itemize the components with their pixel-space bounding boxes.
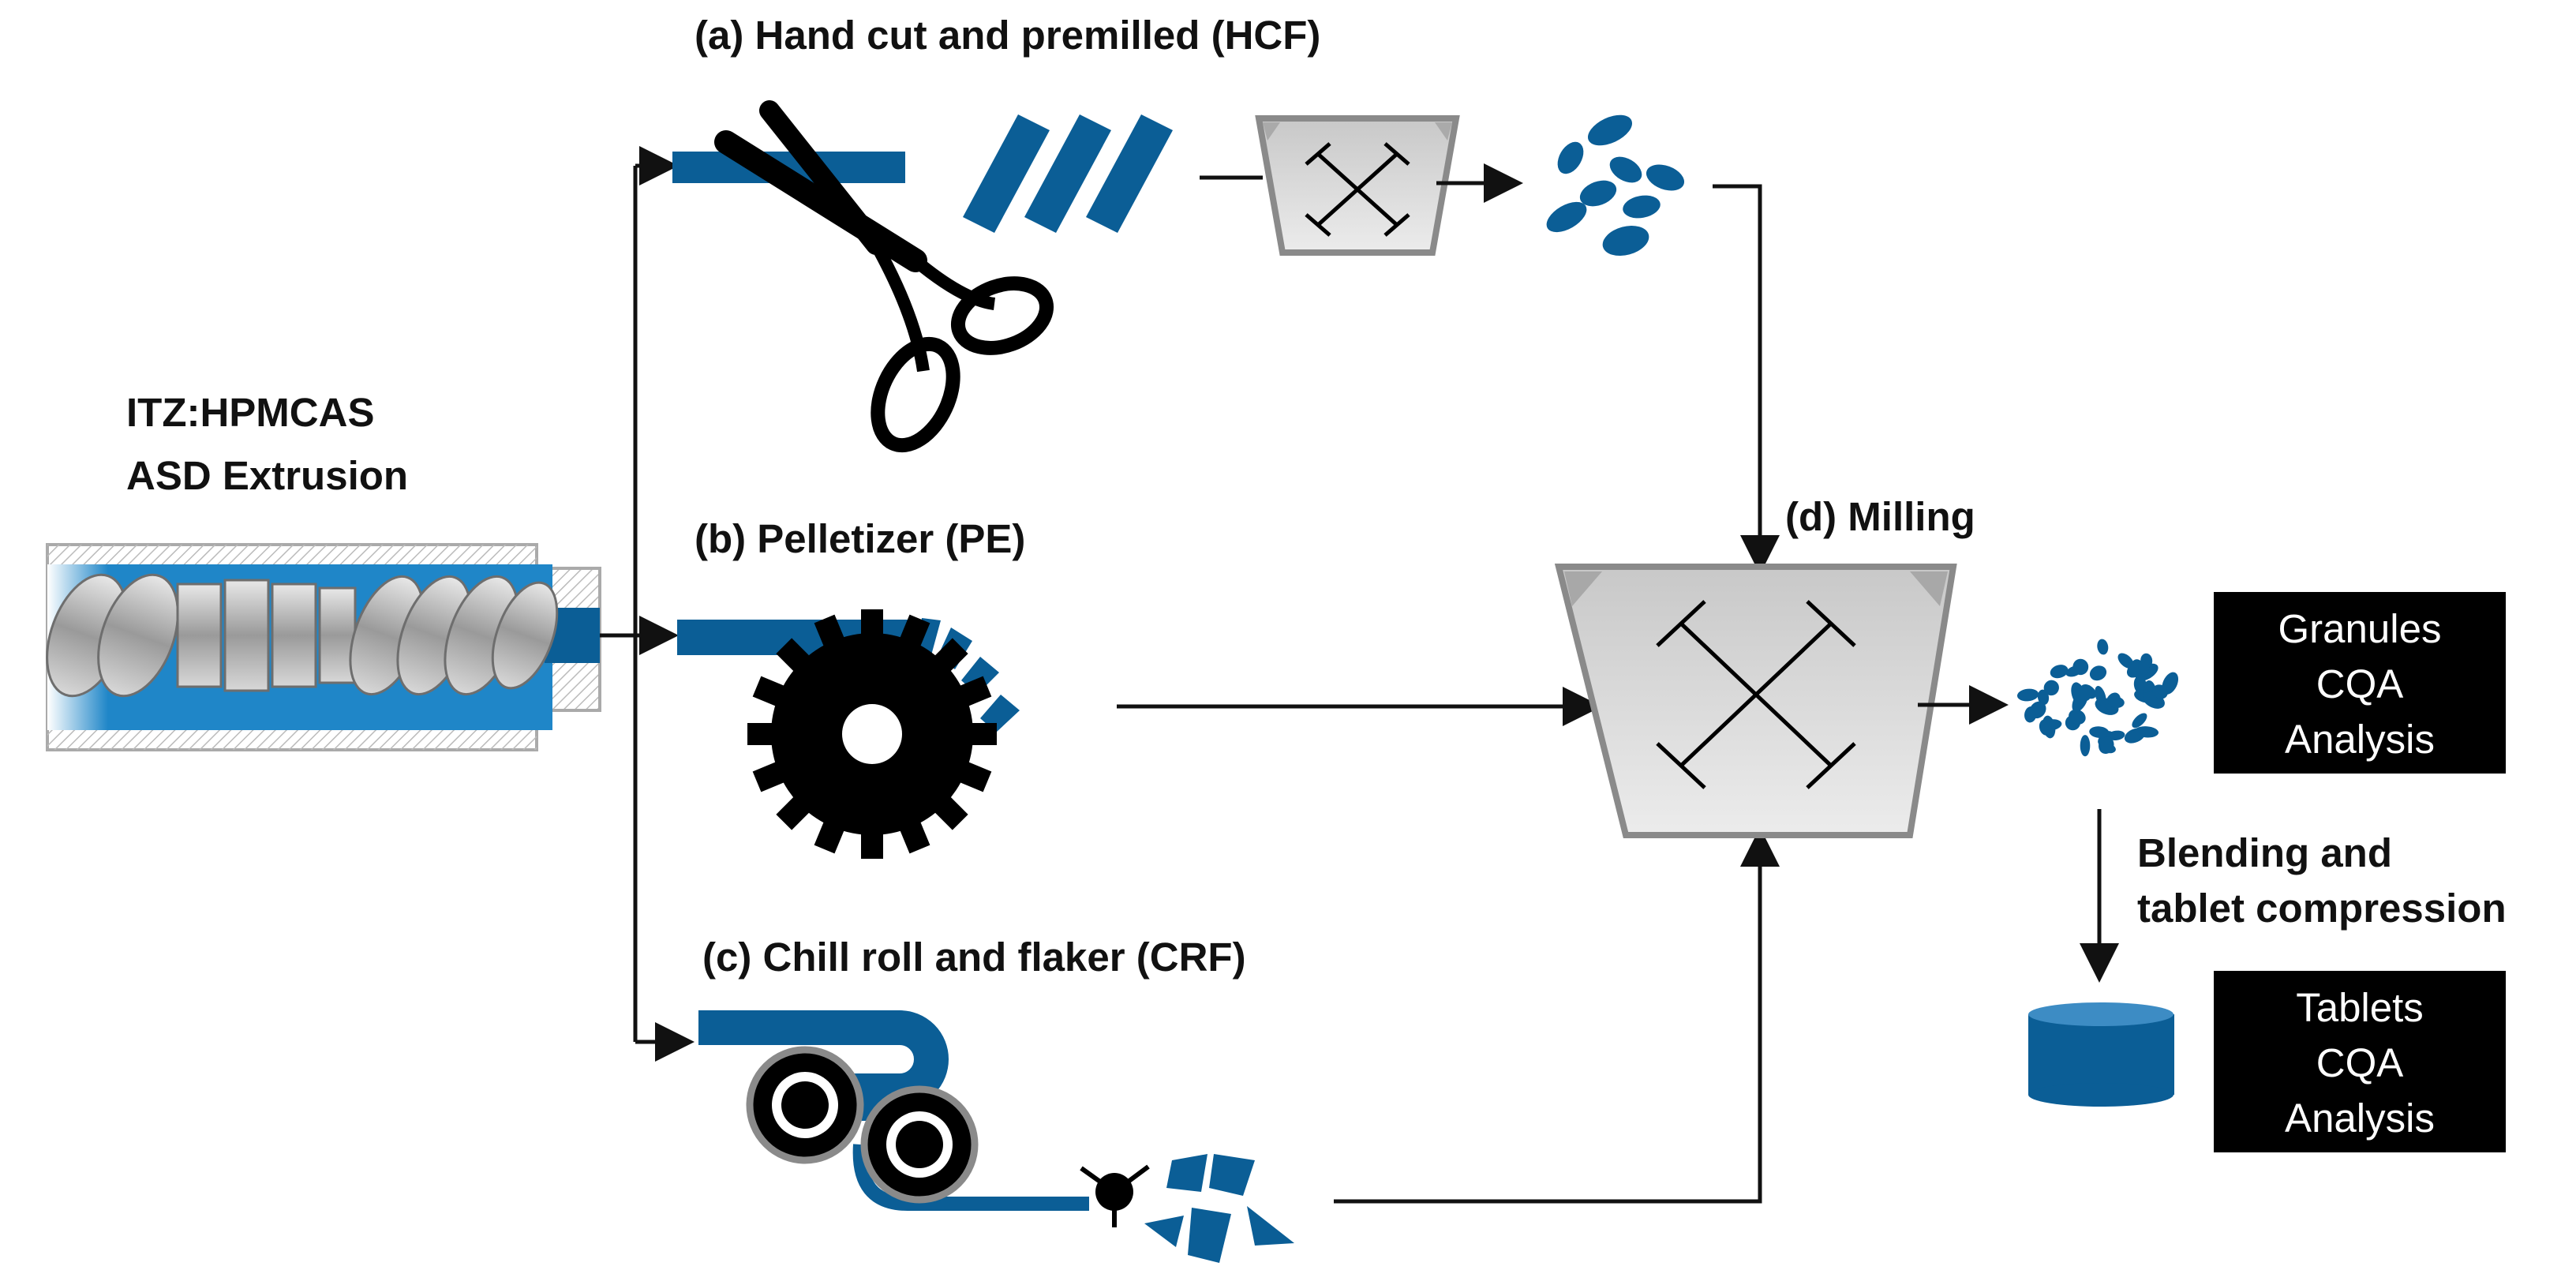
granule (2029, 701, 2046, 719)
tablets-box-line2: CQA (2316, 1040, 2404, 1085)
granule (2097, 639, 2109, 655)
branch-connectors (600, 146, 695, 1062)
granules-analysis-box: Granules CQA Analysis (2214, 592, 2506, 774)
extrusion-title-line1: ITZ:HPMCAS (126, 390, 374, 435)
route-c-label: (c) Chill roll and flaker (CRF) (702, 935, 1246, 980)
granule (2138, 659, 2150, 675)
granule (2089, 665, 2107, 681)
granule (2089, 726, 2110, 738)
granules-box-line1: Granules (2278, 606, 2442, 651)
granule (2095, 685, 2106, 706)
arrow-a-to-mill (1713, 184, 1780, 575)
granule (2079, 684, 2092, 702)
granule (2124, 728, 2146, 744)
granule (2069, 709, 2086, 725)
granule (2108, 696, 2125, 709)
granule (2132, 713, 2147, 729)
chill-roll-icon (698, 1010, 1089, 1211)
arrow-c-to-mill (1334, 827, 1780, 1204)
premilled-particles-icon (1546, 114, 1685, 257)
granule (2037, 689, 2050, 706)
scissors-icon (714, 100, 1054, 453)
granule (2065, 665, 2084, 677)
extruder-icon (46, 543, 601, 751)
blending-label-line2: tablet compression (2137, 886, 2507, 931)
blending-label-line1: Blending and (2137, 830, 2392, 875)
tablets-box-line1: Tablets (2296, 985, 2424, 1030)
gear-pelletizer-icon (747, 609, 997, 859)
granule (2107, 730, 2125, 741)
granule (2039, 719, 2052, 736)
tablets-analysis-box: Tablets CQA Analysis (2214, 971, 2506, 1152)
granules-icon (2016, 639, 2179, 757)
granule (2016, 688, 2039, 702)
granule (2099, 736, 2114, 755)
flake-pieces (1144, 1154, 1294, 1263)
granule (2043, 680, 2059, 696)
tablet-icon (2028, 1002, 2174, 1107)
extrusion-title-line2: ASD Extrusion (126, 453, 408, 498)
granules-box-line3: Analysis (2285, 717, 2435, 762)
cut-strand-pieces (963, 114, 1173, 233)
granule (2152, 684, 2168, 699)
route-d-label: (d) Milling (1785, 494, 1975, 539)
route-b-label: (b) Pelletizer (PE) (695, 516, 1025, 561)
route-a-label: (a) Hand cut and premilled (HCF) (695, 13, 1320, 58)
pre-mill-icon (1255, 115, 1460, 256)
mill-icon (1554, 564, 1957, 838)
granule (2080, 735, 2091, 757)
granules-box-line2: CQA (2316, 661, 2404, 706)
granule (2117, 653, 2134, 669)
flaker-icon (1080, 1164, 1150, 1227)
tablets-box-line3: Analysis (2285, 1096, 2435, 1141)
granule (2050, 665, 2069, 679)
